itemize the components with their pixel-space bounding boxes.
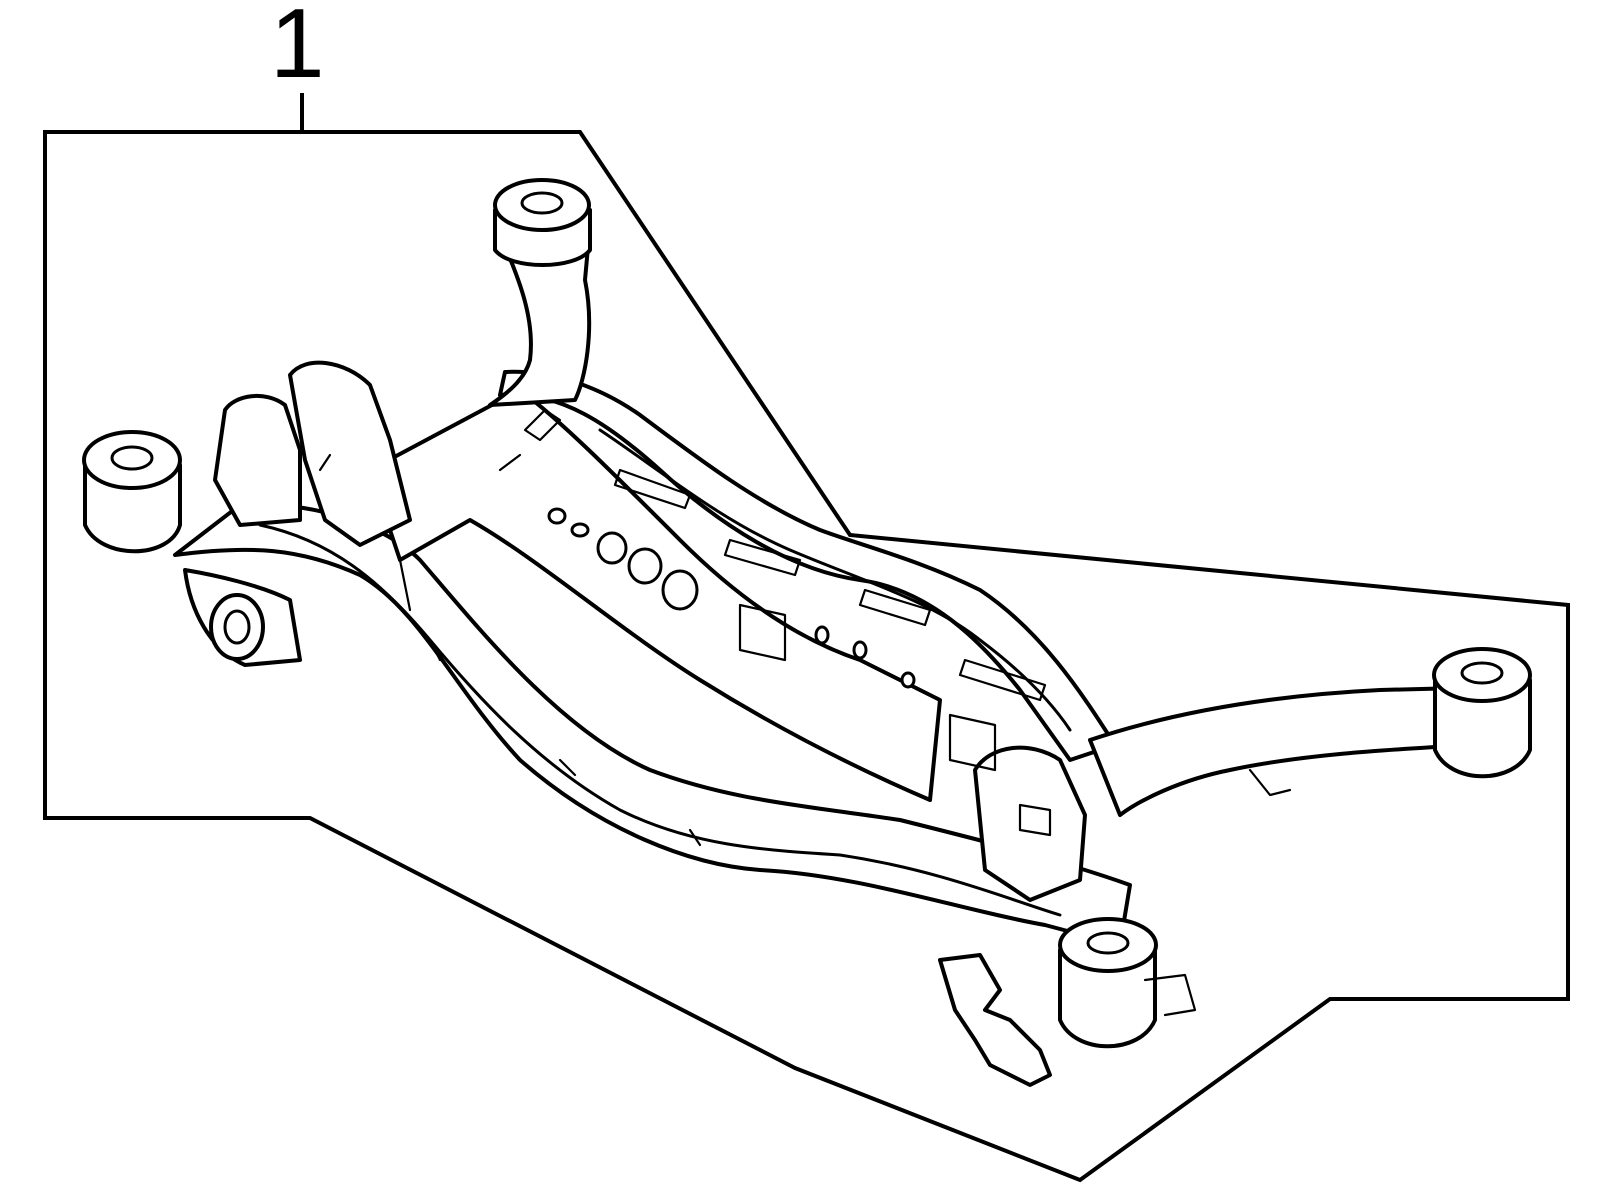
right-side-rail xyxy=(498,369,1117,762)
bushing-upper xyxy=(493,178,592,267)
callout-number: 1 xyxy=(270,0,325,98)
upper-front-arm xyxy=(488,223,592,407)
lower-bracket xyxy=(183,568,302,667)
left-mount-tower xyxy=(213,393,302,527)
center-web xyxy=(368,388,942,802)
group-frame xyxy=(43,130,1570,1183)
rear-cross-arm xyxy=(1088,686,1472,817)
bushing-rear-right xyxy=(1432,647,1532,779)
rail-holes xyxy=(547,507,916,689)
edge-lines xyxy=(258,428,1292,1017)
bushing-rear-left xyxy=(1058,917,1158,1049)
stamped-slots xyxy=(523,408,1052,837)
rear-link-bracket xyxy=(938,953,1052,1087)
bushing-front-left xyxy=(82,430,182,554)
right-mount-tower xyxy=(973,745,1087,902)
center-mount-tower xyxy=(288,360,412,547)
